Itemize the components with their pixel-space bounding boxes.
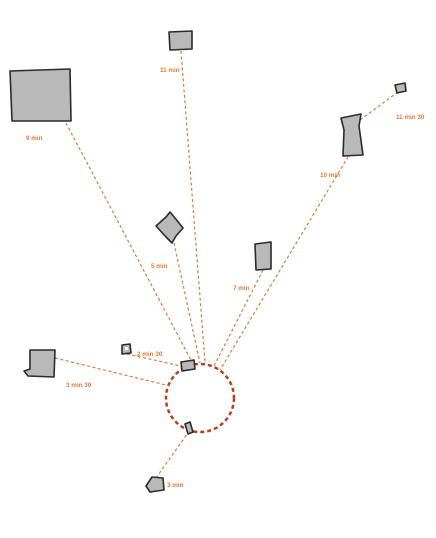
building-b-gate (184, 421, 194, 435)
building-b4 (340, 113, 364, 157)
label-b2: 11 min (160, 67, 180, 74)
route-b3 (359, 91, 399, 121)
building-b1 (9, 68, 72, 122)
buildings (9, 30, 407, 493)
building-b5 (155, 211, 184, 244)
route-b2 (180, 50, 206, 363)
building-b3 (394, 82, 407, 94)
building-b9 (145, 476, 165, 493)
building-b8 (23, 349, 56, 378)
label-b3: 11 min 30 (396, 114, 425, 121)
label-b1: 9 min (26, 135, 43, 142)
label-b6: 7 min (233, 285, 250, 292)
building-b2 (168, 30, 193, 51)
label-b9: 3 min (167, 482, 184, 489)
label-b7: 2 min 30 (137, 351, 163, 358)
route-b1 (65, 122, 193, 363)
route-b5 (173, 242, 201, 364)
route-b4 (219, 151, 352, 371)
route-b7 (126, 353, 182, 367)
time-labels: 9 min 11 min 11 min 30 10 min 5 min 7 mi… (26, 67, 425, 489)
route-lines (54, 50, 399, 479)
route-b9 (155, 429, 191, 479)
building-b6 (254, 241, 272, 271)
building-b-entry (180, 359, 196, 372)
label-b8: 3 min 30 (66, 382, 92, 389)
center-circle (164, 362, 236, 434)
building-b7-core (125, 347, 128, 350)
route-b6 (213, 269, 264, 367)
label-b5: 5 min (151, 263, 168, 270)
label-b4: 10 min (320, 172, 340, 179)
